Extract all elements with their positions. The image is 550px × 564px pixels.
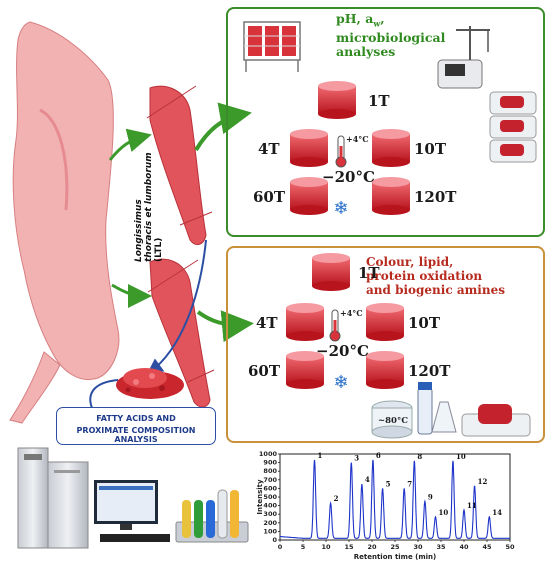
x-tick-label: 35 — [436, 543, 446, 551]
freeze-temp-bottom: −20°C — [316, 342, 369, 360]
y-tick-label: 800 — [263, 467, 277, 475]
peak-label: 9 — [428, 492, 433, 501]
microbiology-panel — [226, 7, 545, 237]
peak-label: 1 — [318, 451, 323, 460]
peak-label: 10 — [438, 508, 448, 517]
x-tick-label: 30 — [413, 543, 423, 551]
y-tick-label: 900 — [263, 459, 277, 467]
x-tick-label: 25 — [390, 543, 400, 551]
label-120t-bottom: 120T — [408, 362, 451, 380]
steak-1t-bottom — [312, 253, 350, 291]
x-tick-label: 10 — [321, 543, 331, 551]
thermometer-icon-bottom — [329, 309, 341, 342]
steak-60t-bottom — [286, 351, 324, 389]
label-60t-bottom: 60T — [248, 362, 281, 380]
y-tick-label: 1000 — [259, 450, 278, 458]
x-tick-label: 15 — [344, 543, 354, 551]
peak-label: 12 — [478, 477, 488, 486]
x-tick-label: 20 — [367, 543, 377, 551]
dry-ice-container — [371, 400, 413, 439]
y-tick-label: 0 — [272, 536, 277, 544]
x-axis-label: Retention time (min) — [354, 553, 437, 561]
x-tick-label: 5 — [301, 543, 306, 551]
ultra-freeze-temp: ~80°C — [378, 416, 408, 426]
steak-4t-top — [290, 129, 328, 167]
peak-label: 8 — [417, 452, 422, 461]
steak-1t-top — [318, 81, 356, 119]
label-1t-bottom: 1T — [358, 264, 380, 282]
x-tick-label: 40 — [459, 543, 469, 551]
label-60t-top: 60T — [253, 188, 286, 206]
label-1t-top: 1T — [368, 92, 390, 110]
chill-temp-bottom: +4°C — [340, 308, 363, 318]
steak-10t-top — [372, 129, 410, 167]
gas-chromatograph — [17, 447, 89, 549]
peak-label: 4 — [365, 475, 370, 484]
peak-label: 11 — [467, 501, 477, 510]
x-tick-label: 50 — [505, 543, 515, 551]
thermometer-icon-top — [335, 135, 347, 168]
ltl-muscle-upper — [149, 85, 207, 246]
chill-temp-top: +4°C — [346, 134, 369, 144]
y-tick-label: 200 — [263, 519, 277, 527]
peak-label: 7 — [407, 479, 412, 488]
peak-label: 6 — [376, 451, 381, 460]
peak-label: 14 — [492, 508, 502, 517]
bottom-panel-heading: Colour, lipid, protein oxidation and bio… — [366, 255, 505, 297]
label-120t-top: 120T — [414, 188, 457, 206]
steak-10t-bottom — [366, 303, 404, 341]
y-tick-label: 400 — [263, 502, 277, 510]
steak-120t-top — [372, 177, 410, 215]
y-tick-label: 300 — [263, 510, 277, 518]
label-10t-bottom: 10T — [408, 314, 441, 332]
minced-meat-pile — [116, 368, 184, 399]
label-4t-bottom: 4T — [256, 314, 278, 332]
peak-label: 5 — [386, 479, 391, 488]
snowflake-icon-top: ❄ — [333, 198, 348, 219]
peak-label: 3 — [354, 454, 359, 463]
peak-label: 2 — [334, 494, 339, 503]
steak-4t-bottom — [286, 303, 324, 341]
peak-label: 10 — [456, 452, 466, 461]
label-4t-top: 4T — [258, 140, 280, 158]
oxidation-panel — [226, 246, 545, 443]
test-tube-rack — [175, 489, 249, 543]
y-tick-label: 700 — [263, 476, 277, 484]
steak-60t-top — [290, 177, 328, 215]
y-tick-label: 100 — [263, 527, 277, 535]
sample-tubes — [417, 382, 457, 435]
y-axis-label: Intensity — [256, 479, 264, 515]
x-tick-label: 0 — [278, 543, 283, 551]
freeze-temp-top: −20°C — [322, 168, 375, 186]
ph-meter — [437, 26, 490, 89]
fatty-acids-label: FATTY ACIDS AND PROXIMATE COMPOSITION AN… — [76, 414, 196, 444]
label-10t-top: 10T — [414, 140, 447, 158]
x-tick-label: 45 — [482, 543, 492, 551]
top-panel-heading: pH, aw, microbiological analyses — [336, 11, 446, 59]
steak-120t-bottom — [366, 351, 404, 389]
petri-dish-rack — [243, 21, 301, 72]
ltl-label: Longissimus thoracis et lumborum (LTL) — [134, 152, 164, 262]
fatty-acids-box — [56, 407, 216, 445]
computer-workstation — [94, 480, 170, 542]
snowflake-icon-bottom: ❄ — [333, 372, 348, 393]
y-tick-label: 500 — [263, 493, 277, 501]
meat-tray-bottom — [461, 404, 531, 437]
chromatogram-trace — [280, 459, 510, 539]
meat-trays — [489, 91, 537, 163]
y-tick-label: 600 — [263, 484, 277, 492]
